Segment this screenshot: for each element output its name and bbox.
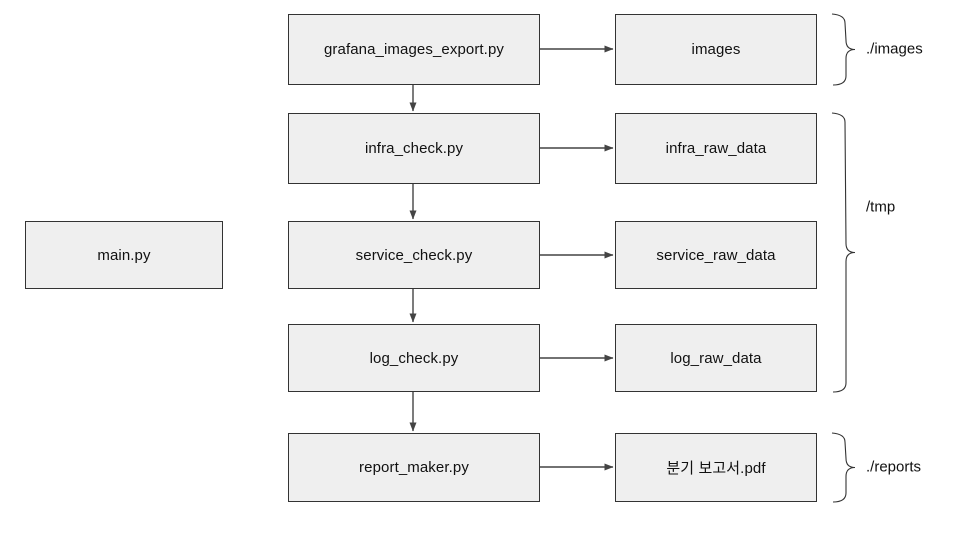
script-node-service-label: service_check.py (355, 246, 473, 264)
script-node-infra-label: infra_check.py (364, 140, 464, 157)
script-node-report[interactable]: report_maker.py (288, 433, 540, 502)
script-node-grafana-label: grafana_images_export.py (323, 41, 504, 58)
group-label-tmp-group: /tmp (866, 198, 896, 216)
output-node-infra_out-label: infra_raw_data (665, 140, 767, 157)
output-node-service_out[interactable]: service_raw_data (615, 221, 817, 289)
brace-tmp-group (831, 112, 856, 393)
node-main-label: main.py (97, 246, 151, 264)
output-node-service_out-label: service_raw_data (656, 246, 776, 264)
group-label-reports-group: ./reports (866, 458, 922, 476)
script-node-log[interactable]: log_check.py (288, 324, 540, 392)
output-node-log_out-label: log_raw_data (670, 349, 762, 367)
output-node-images_out[interactable]: images (615, 14, 817, 85)
script-node-infra[interactable]: infra_check.py (288, 113, 540, 184)
output-node-infra_out[interactable]: infra_raw_data (615, 113, 817, 184)
output-node-log_out[interactable]: log_raw_data (615, 324, 817, 392)
output-node-report_out-label: 분기 보고서.pdf (666, 460, 766, 477)
script-node-report-label: report_maker.py (359, 459, 469, 476)
output-node-report_out[interactable]: 분기 보고서.pdf (615, 433, 817, 502)
script-node-log-label: log_check.py (369, 349, 459, 367)
brace-images-group (831, 13, 856, 86)
node-main[interactable]: main.py (25, 221, 223, 289)
brace-reports-group (831, 432, 856, 503)
horizontal-output-arrows (540, 45, 614, 471)
group-braces (831, 13, 856, 503)
group-label-images-group: ./images (866, 40, 923, 58)
script-node-service[interactable]: service_check.py (288, 221, 540, 289)
output-node-images_out-label: images (691, 41, 741, 58)
script-node-grafana[interactable]: grafana_images_export.py (288, 14, 540, 85)
